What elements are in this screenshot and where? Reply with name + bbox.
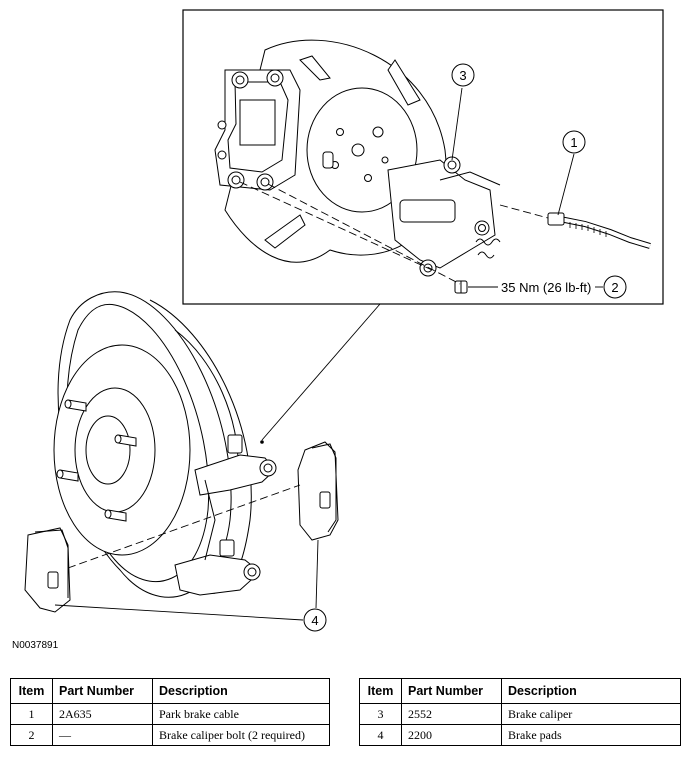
cell-item: 2: [10, 724, 53, 746]
cell-part-number: 2A635: [52, 703, 153, 725]
callout-3-leader: [451, 87, 463, 161]
parts-table-left: Item Part Number Description 1 2A635 Par…: [10, 678, 330, 746]
callout-4-label: 4: [311, 613, 318, 628]
col-header-part-number: Part Number: [52, 678, 153, 704]
callout-2: 35 Nm (26 lb-ft) 2: [501, 275, 627, 299]
table-row: 1 2A635 Park brake cable: [10, 703, 330, 725]
main-wheel-studs: [56, 399, 137, 522]
figure-id: N0037891: [12, 640, 59, 651]
callout-1-leader: [557, 153, 575, 216]
callout-1: 1: [562, 130, 586, 154]
main-brake-pad-left: [24, 527, 71, 613]
table-header-row: Item Part Number Description: [359, 678, 681, 704]
table-row: 2 — Brake caliper bolt (2 required): [10, 724, 330, 746]
callout-4-leaders: [54, 539, 319, 621]
cell-part-number: 2200: [401, 724, 502, 746]
main-caliper-bracket: [174, 434, 277, 596]
main-rotor: [53, 291, 232, 598]
cell-description: Brake caliper bolt (2 required): [152, 724, 330, 746]
inset-leader-dot: [260, 440, 264, 444]
inset-bolt-2: [454, 280, 468, 294]
inset-park-brake-cable: [547, 212, 651, 249]
cell-part-number: —: [52, 724, 153, 746]
inset-alignment-lines: [239, 181, 549, 285]
inset-caliper-bracket: [214, 69, 301, 191]
cell-part-number: 2552: [401, 703, 502, 725]
callout-4: 4: [303, 608, 327, 632]
cell-item: 1: [10, 703, 53, 725]
callout-3-label: 3: [459, 68, 466, 83]
col-header-item: Item: [359, 678, 402, 704]
cell-description: Brake caliper: [501, 703, 681, 725]
cell-description: Park brake cable: [152, 703, 330, 725]
callout-2-label: 2: [611, 280, 618, 295]
cell-item: 3: [359, 703, 402, 725]
cell-item: 4: [359, 724, 402, 746]
col-header-description: Description: [152, 678, 330, 704]
main-brake-pad-right: [297, 441, 339, 541]
table-row: 4 2200 Brake pads: [359, 724, 681, 746]
inset-leader-line: [261, 303, 381, 441]
col-header-description: Description: [501, 678, 681, 704]
table-header-row: Item Part Number Description: [10, 678, 330, 704]
cell-description: Brake pads: [501, 724, 681, 746]
callout-1-label: 1: [570, 135, 577, 150]
brake-assembly-diagram: 3 1 35 Nm (26 lb-ft) 2: [24, 9, 664, 632]
col-header-part-number: Part Number: [401, 678, 502, 704]
inset-caliper: [387, 156, 501, 277]
main-alignment-lines: [67, 484, 301, 569]
table-row: 3 2552 Brake caliper: [359, 703, 681, 725]
col-header-item: Item: [10, 678, 53, 704]
torque-spec-label: 35 Nm (26 lb-ft): [501, 280, 591, 295]
parts-table-right: Item Part Number Description 3 2552 Brak…: [359, 678, 681, 746]
callout-3: 3: [451, 63, 475, 87]
